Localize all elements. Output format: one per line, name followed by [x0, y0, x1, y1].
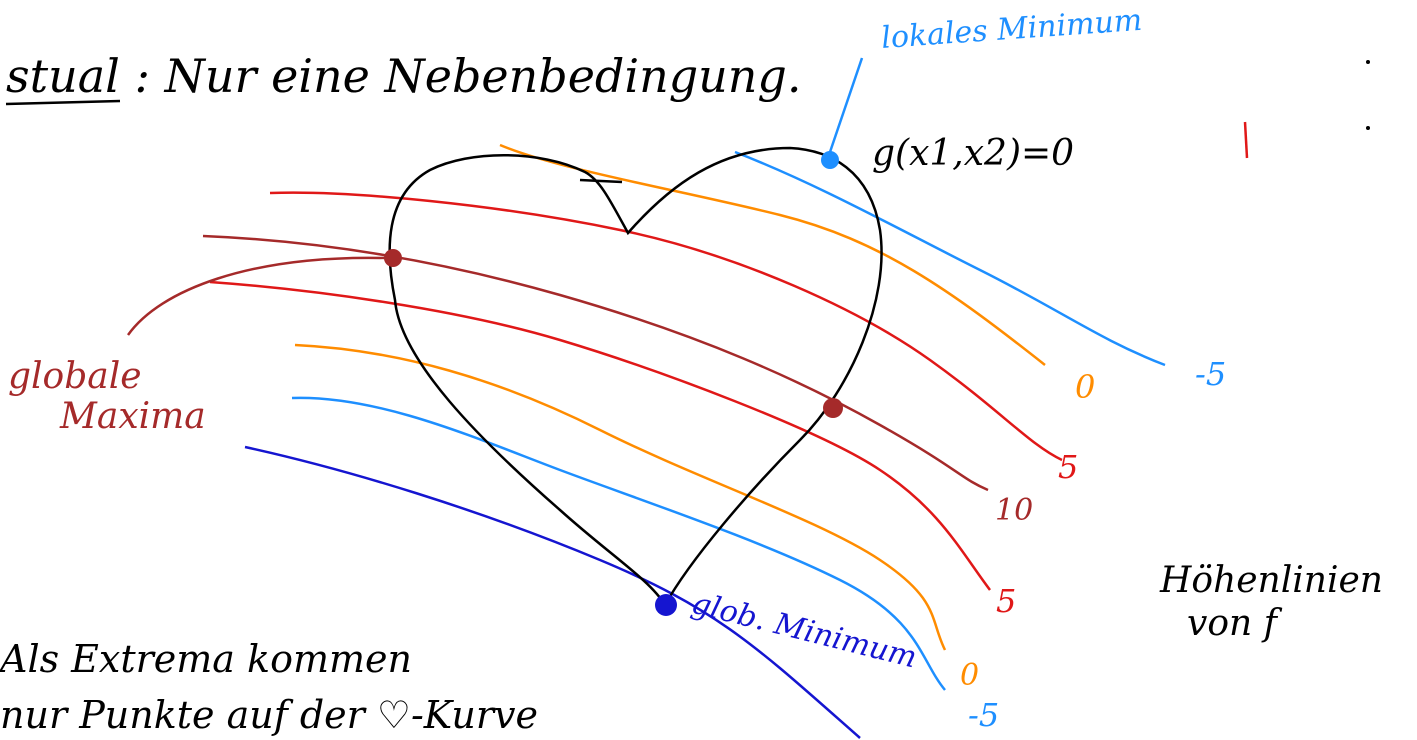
global-maximum-point-left: [384, 249, 402, 267]
global-minimum-label: glob. Minimum: [688, 586, 920, 676]
global-maxima-label-line1: globale: [8, 356, 142, 397]
heart-top-stroke: [579, 178, 623, 184]
local-minimum-label: lokales Minimum: [880, 3, 1143, 56]
global-maxima-label-line2: Maxima: [59, 396, 206, 437]
contour-label-5-bottom: 5: [996, 582, 1016, 620]
contour-line-light-blue-top: [734, 150, 1166, 367]
contour-label-minus5-bottom: -5: [968, 696, 999, 734]
contour-line-orange-top: [499, 143, 1046, 366]
contour-label-0-top: 0: [1075, 368, 1095, 406]
dot-mark-lower: [1366, 126, 1370, 130]
contour-caption-line1: Höhenlinien: [1159, 560, 1383, 601]
header-underline: [5, 99, 121, 106]
global-max-pointer: [126, 256, 386, 336]
contour-label-10: 10: [995, 493, 1033, 528]
bottom-note-line2: nur Punkte auf der ♡-Kurve: [0, 693, 538, 737]
global-maximum-point-right: [823, 398, 843, 418]
local-min-pointer: [828, 57, 864, 153]
heart-constraint-curve: [388, 146, 883, 608]
red-tick-mark: [1243, 121, 1249, 159]
contour-label-minus5-top: -5: [1195, 355, 1226, 393]
contour-line-dark-red: [202, 234, 989, 492]
bottom-note-line1: Als Extrema kommen: [0, 637, 412, 681]
header-text: stual : Nur eine Nebenbedingung.: [6, 49, 801, 103]
contour-caption-line2: von f: [1187, 603, 1283, 644]
contour-label-0-bottom: 0: [960, 658, 979, 693]
contour-line-red-lower: [209, 280, 992, 591]
contour-line-blue: [244, 445, 861, 739]
local-minimum-point: [821, 151, 839, 169]
contour-line-light-blue-lower: [291, 396, 946, 691]
contour-line-red-top: [269, 191, 1063, 462]
constraint-label: g(x1,x2)=0: [872, 133, 1074, 174]
contour-label-5-top: 5: [1058, 448, 1078, 486]
global-minimum-point: [655, 594, 677, 616]
contour-line-orange-lower: [294, 343, 947, 651]
dot-mark-top: [1366, 60, 1370, 64]
